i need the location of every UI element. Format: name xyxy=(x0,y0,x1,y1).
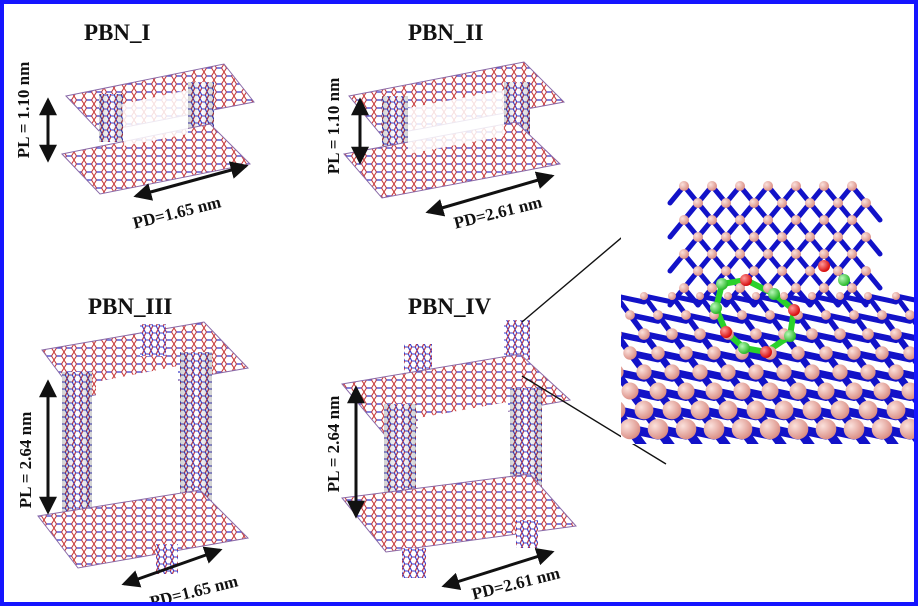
dimension-arrows xyxy=(39,97,555,590)
pbn-ii-pd-arrow xyxy=(425,171,555,217)
pbn-iv-pl-label: PL = 2.64 nm xyxy=(324,395,343,493)
figure-graphics xyxy=(37,61,914,590)
pbn-iii-pd-arrow xyxy=(121,546,223,588)
zoom-inset xyxy=(621,178,914,444)
pbn-ii-structure xyxy=(343,61,566,199)
pbn-iii-structure xyxy=(37,321,250,574)
pbn-ii-pl-label: PL = 1.10 nm xyxy=(324,77,343,175)
pbn-i-pd-arrow xyxy=(133,161,249,201)
pbn-iii-title: PBN_III xyxy=(88,294,173,319)
pbn-i-structure xyxy=(61,63,255,195)
pbn-iii-pl-label: PL = 2.64 nm xyxy=(16,411,35,509)
pbn-iv-structure xyxy=(341,320,577,578)
pbn-ii-title: PBN_II xyxy=(408,20,484,45)
pbn-i-pl-label: PL = 1.10 nm xyxy=(14,61,33,159)
pbn-i-title: PBN_I xyxy=(84,20,151,45)
pbn-iv-title: PBN_IV xyxy=(408,294,492,319)
pbn-iv-pd-arrow xyxy=(441,548,555,590)
